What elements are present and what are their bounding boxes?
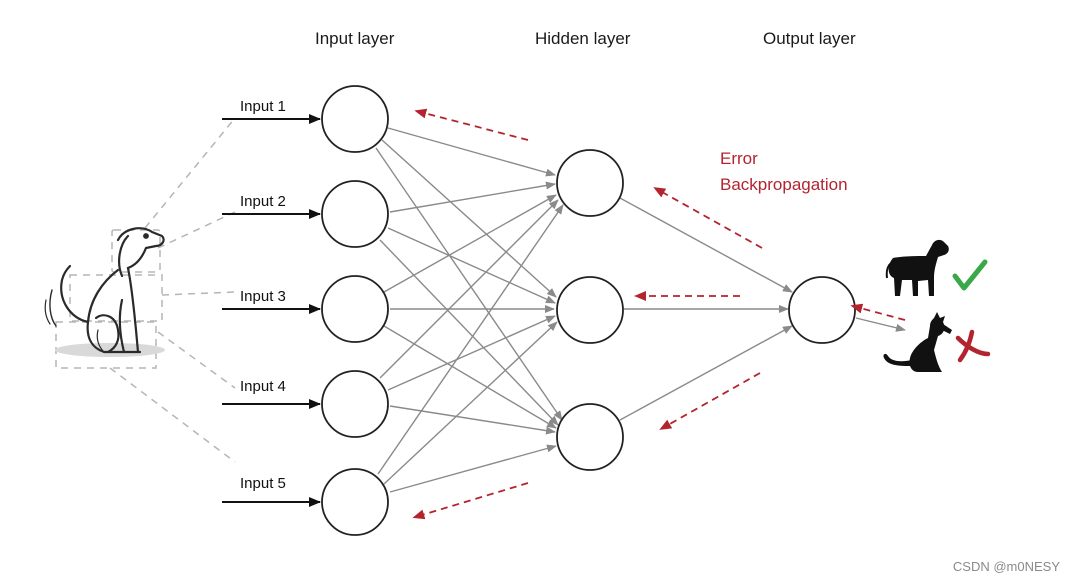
input-hidden-connections [375,127,564,493]
input-nodes [321,85,389,536]
input-layer-title: Input layer [315,29,395,48]
backprop-arrow-top-left [414,108,529,141]
output-layer-title: Output layer [763,29,856,48]
output-node [788,276,856,344]
backprop-arrow-output [850,303,906,321]
error-label-line1: Error [720,149,758,168]
error-label-line2: Backpropagation [720,175,848,194]
hidden-output-connections [619,197,906,421]
backprop-arrow-bottom-right [659,372,761,430]
error-backpropagation-label: Error Backpropagation [720,146,848,198]
input-node-5 [321,468,389,536]
hidden-node-2 [556,276,624,344]
input-node-4 [321,370,389,438]
sitting-dog-sketch-icon [44,227,165,357]
input-node-1 [321,85,389,153]
input-4-label: Input 4 [240,378,286,395]
input-5-label: Input 5 [240,475,286,492]
input-3-label: Input 3 [240,288,286,305]
hidden-node-1 [556,149,624,217]
backpropagation-arrows [412,108,906,520]
cross-mark-icon [955,329,991,363]
dog-silhouette-icon [885,239,949,296]
output-nodes [788,276,856,344]
backprop-arrow-bottom-left [412,482,529,520]
input-arrows [222,114,321,507]
backprop-arrow-top-right [653,187,763,249]
check-mark-icon [952,259,988,291]
watermark: CSDN @m0NESY⁡ [952,559,1060,574]
input-1-label: Input 1 [240,98,286,115]
hidden-node-3 [556,403,624,471]
dog-sketch-guide-lines [55,117,236,463]
hidden-nodes [556,149,624,471]
input-node-2 [321,180,389,248]
cat-silhouette-icon [883,312,952,372]
hidden-layer-title: Hidden layer [535,29,631,48]
input-node-3 [321,275,389,343]
input-2-label: Input 2 [240,193,286,210]
